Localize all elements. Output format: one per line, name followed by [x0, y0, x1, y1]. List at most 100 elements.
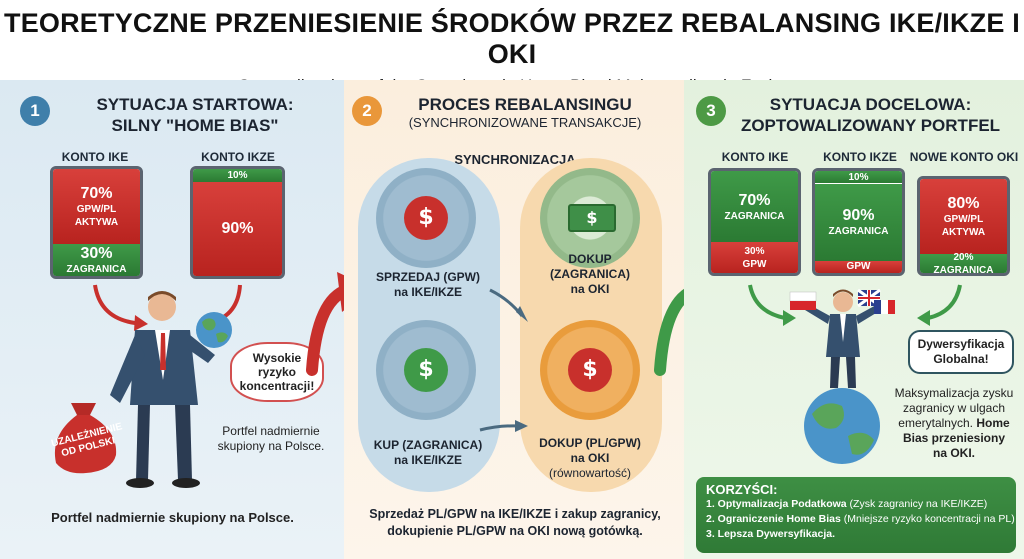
- panel3-oki-bottom-text: ZAGRANICA: [933, 264, 994, 276]
- panel1-heading-line1: SYTUACJA STARTOWA:: [96, 95, 294, 114]
- panel3-note: Maksymalizacja zysku zagranicy w ulgach …: [888, 386, 1020, 461]
- panel3-ikze-abroad-segment: 90% ZAGRANICA: [815, 183, 902, 261]
- panel3-ike-top-text: ZAGRANICA: [724, 210, 785, 222]
- sell-label-line1: SPRZEDAJ (GPW): [375, 270, 480, 284]
- panel1-footer: Portfel nadmiernie skupiony na Polsce.: [51, 510, 294, 525]
- panel3-ike-label: KONTO IKE: [721, 150, 789, 164]
- topup-abroad-line1: DOKUP: [568, 252, 612, 266]
- panel3-note-bold2: Bias przeniesiony: [902, 431, 1006, 445]
- panel3-note-line3: emerytalnych.: [898, 416, 973, 430]
- businessman-icon: [110, 291, 215, 488]
- benefit-1-rest: (Zysk zagranicy na IKE/IKZE): [846, 498, 988, 510]
- panel1-ikze-main-pct: 90%: [221, 220, 254, 238]
- panel3-ikze-main-pct: 90%: [842, 207, 875, 225]
- panel1-ike-account: 70% GPW/PL AKTYWA 30% ZAGRANICA: [50, 166, 143, 279]
- panel3-oki-account: 80% GPW/PL AKTYWA 20% ZAGRANICA: [917, 176, 1010, 276]
- step-number-3: 3: [696, 96, 726, 126]
- coin-plus-pl-icon: $: [568, 348, 612, 392]
- panel3-ikze-main-text: ZAGRANICA: [828, 226, 889, 238]
- panel3-ike-bottom-pct: 30%: [744, 245, 765, 257]
- panel3-heading-line1: SYTUACJA DOCELOWA:: [769, 95, 972, 114]
- banknote-minus-icon: $: [568, 204, 616, 232]
- step-number-1: 1: [20, 96, 50, 126]
- panel3-ike-bottom-text: GPW: [742, 258, 767, 270]
- panel3-oki-abroad-segment: 20% ZAGRANICA: [920, 251, 1007, 276]
- sync-label: SYNCHRONIZACJA: [454, 152, 576, 167]
- benefits-box: KORZYŚCI: 1. Optymalizacja Podatkowa (Zy…: [696, 477, 1016, 553]
- panel3-oki-top-text1: GPW/PL: [943, 214, 984, 226]
- panel3-ike-abroad-segment: 70% ZAGRANICA: [711, 171, 798, 243]
- panel3-ikze-account: 10% 90% ZAGRANICA GPW: [812, 168, 905, 276]
- panel-start-situation: [0, 80, 344, 559]
- panel3-note-line1: Maksymalizacja zysku: [894, 386, 1014, 400]
- panel3-oki-label: NOWE KONTO OKI: [909, 150, 1019, 164]
- globe-icon-target: [804, 388, 880, 464]
- panel1-side-note: Portfel nadmiernie skupiony na Polsce.: [217, 424, 325, 453]
- panel3-oki-top-pct: 80%: [947, 195, 980, 213]
- benefit-1-bold: 1. Optymalizacja Podatkowa: [706, 498, 847, 510]
- topup-pl-line3: (równowartość): [548, 466, 632, 480]
- benefit-2-bold: 2. Ograniczenie Home Bias: [706, 513, 841, 525]
- panel1-ike-label: KONTO IKE: [61, 150, 129, 164]
- panel1-ike-top-text1: GPW/PL: [76, 203, 117, 215]
- panel1-ikze-account: 10% 90%: [190, 166, 285, 279]
- topup-abroad-line2: (ZAGRANICA): [550, 267, 630, 281]
- global-diversification-bubble: Dywersyfikacja Globalna!: [908, 330, 1014, 374]
- panel1-ike-top-text2: AKTYWA: [74, 216, 119, 228]
- panel3-note-line2: zagranicy w ulgach: [902, 401, 1006, 415]
- panel1-ikze-abroad-segment: 10%: [193, 169, 282, 182]
- coin-minus-icon: $: [404, 196, 448, 240]
- topup-abroad-line3: na OKI: [570, 282, 610, 296]
- benefits-title: KORZYŚCI:: [706, 482, 778, 497]
- panel3-oki-pl-segment: 80% GPW/PL AKTYWA: [920, 179, 1007, 255]
- panel1-ike-bottom-text: ZAGRANICA: [66, 263, 127, 275]
- panel1-heading: SYTUACJA STARTOWA: SILNY "HOME BIAS": [60, 94, 330, 136]
- benefit-3-bold: 3. Lepsza Dywersyfikacja.: [706, 528, 835, 540]
- panel3-heading-line2: ZOPTOWALIZOWANY PORTFEL: [740, 116, 1001, 135]
- panel3-note-bold1: Home: [976, 416, 1010, 430]
- sell-label: SPRZEDAJ (GPW) na IKE/IKZE: [368, 270, 488, 300]
- panel3-oki-bottom-pct: 20%: [953, 251, 974, 263]
- panel1-ikze-pl-segment: 90%: [193, 181, 282, 276]
- panel3-ike-top-pct: 70%: [738, 191, 771, 209]
- panel2-subheading: (SYNCHRONIZOWANE TRANSAKCJE): [408, 115, 642, 130]
- panel3-heading: SYTUACJA DOCELOWA: ZOPTOWALIZOWANY PORTF…: [728, 94, 1013, 136]
- benefit-item: 2. Ograniczenie Home Bias (Mniejsze ryzy…: [706, 512, 1015, 527]
- topup-abroad-label: DOKUP (ZAGRANICA) na OKI: [530, 252, 650, 297]
- panel1-ike-top-pct: 70%: [80, 184, 113, 202]
- globe-icon: [196, 312, 232, 348]
- benefit-item: 1. Optymalizacja Podatkowa (Zysk zagrani…: [706, 497, 1006, 512]
- panel3-ikze-top-pct: 10%: [848, 171, 869, 183]
- panel2-heading: PROCES REBALANSINGU (SYNCHRONIZOWANE TRA…: [380, 94, 670, 131]
- topup-pl-line2: na OKI: [570, 451, 610, 465]
- topup-pl-line1: DOKUP (PL/GPW): [539, 436, 641, 450]
- panel2-footer: Sprzedaż PL/GPW na IKE/IKZE i zakup zagr…: [352, 506, 678, 540]
- panel1-ike-abroad-segment: 30% ZAGRANICA: [53, 243, 140, 276]
- sell-label-line2: na IKE/IKZE: [393, 285, 462, 299]
- panel1-heading-line2: SILNY "HOME BIAS": [111, 116, 279, 135]
- page-title: TEORETYCZNE PRZENIESIENIE ŚRODKÓW PRZEZ …: [4, 8, 1020, 69]
- buy-label: KUP (ZAGRANICA) na IKE/IKZE: [368, 438, 488, 468]
- benefit-2-rest: (Mniejsze ryzyko koncentracji na PL): [840, 513, 1015, 525]
- panel2-footer-line1: Sprzedaż PL/GPW na IKE/IKZE i zakup zagr…: [369, 507, 661, 521]
- benefit-item: 3. Lepsza Dywersyfikacja.: [706, 527, 1006, 542]
- panel3-oki-top-text2: AKTYWA: [941, 227, 986, 239]
- panel3-note-bold3: na OKI.: [932, 446, 975, 460]
- panel1-ike-bottom-pct: 30%: [80, 244, 113, 262]
- flag-fr-icon: [874, 300, 895, 314]
- panel1-ike-pl-segment: 70% GPW/PL AKTYWA: [53, 169, 140, 244]
- money-bag-icon: [54, 403, 117, 474]
- panel3-ike-account: 70% ZAGRANICA 30% GPW: [708, 168, 801, 276]
- topup-pl-label: DOKUP (PL/GPW) na OKI (równowartość): [528, 436, 652, 481]
- panel1-ikze-top-pct: 10%: [227, 169, 248, 181]
- panel1-ikze-label: KONTO IKZE: [201, 150, 275, 164]
- flag-pl-icon: [789, 291, 817, 310]
- panel3-ikze-pl-segment: GPW: [815, 260, 902, 273]
- panel3-ikze-bottom-text: GPW: [846, 261, 871, 273]
- panel2-footer-line2: dokupienie PL/GPW na OKI nową gotówką.: [387, 524, 643, 538]
- step-number-2: 2: [352, 96, 382, 126]
- panel3-ikze-label: KONTO IKZE: [823, 150, 897, 164]
- coin-plus-icon: $: [404, 348, 448, 392]
